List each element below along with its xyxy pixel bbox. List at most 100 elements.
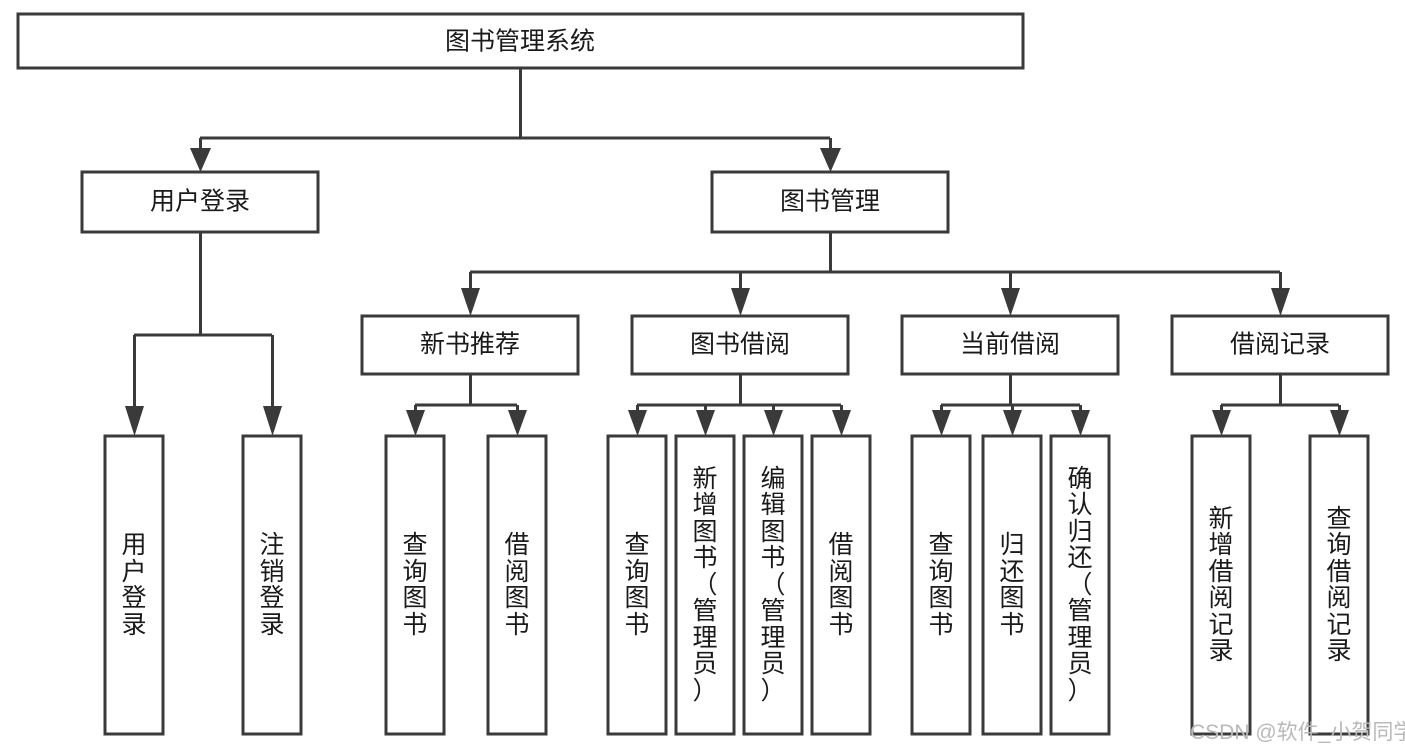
arrow-head-bo-query-book xyxy=(628,410,647,436)
arrow-head-book-mgmt xyxy=(820,148,841,172)
node-leaf-bo-edit-book-box xyxy=(742,434,804,736)
node-book-management-box xyxy=(710,170,950,234)
node-leaf-logout-box xyxy=(241,434,303,736)
node-leaf-br-add-record-box xyxy=(1190,434,1252,736)
node-current-borrow[interactable]: 当前借阅 xyxy=(900,314,1120,376)
node-leaf-bo-query-book-box xyxy=(606,434,668,736)
node-root-system[interactable]: 图书管理系统 xyxy=(16,12,1025,70)
arrow-head-nb-borrow-book xyxy=(508,410,527,436)
connector-group-borrow-record-to-leaves xyxy=(1212,374,1349,436)
arrow-head-user-login xyxy=(190,148,211,172)
arrow-head-current-borrow xyxy=(1001,288,1020,316)
arrow-head-borrow-record xyxy=(1271,288,1290,316)
connector-group-user-login-to-leaves xyxy=(125,232,282,436)
arrow-head-cb-query-book xyxy=(932,410,951,436)
node-leaf-bo-borrow-book-label: 借阅图书 xyxy=(828,531,854,639)
node-leaf-cb-return-book-box xyxy=(981,434,1043,736)
connector-group-current-borrow-to-leaves xyxy=(932,374,1090,436)
connector-group-new-books-to-leaves xyxy=(406,374,527,436)
node-leaf-cb-confirm-return-label: 确认归还（管理员） xyxy=(1067,464,1093,705)
arrow-head-nb-query-book xyxy=(406,410,425,436)
node-leaf-user-login-box xyxy=(103,434,165,736)
arrow-head-new-books xyxy=(461,288,480,316)
node-new-book-recommend[interactable]: 新书推荐 xyxy=(360,314,580,376)
node-leaf-nb-borrow-book-label: 借阅图书 xyxy=(504,531,530,639)
arrow-head-br-query-record xyxy=(1330,410,1349,436)
arrow-head-leaf-logout xyxy=(263,406,282,436)
connector-group-borrow-to-leaves xyxy=(628,374,851,436)
node-leaf-logout-label: 注销登录 xyxy=(259,531,285,639)
node-book-borrow-label: 图书借阅 xyxy=(690,331,790,359)
arrow-head-borrow xyxy=(731,288,750,316)
node-leaf-nb-borrow-book-box xyxy=(486,434,548,736)
node-book-borrow-box xyxy=(630,314,850,376)
node-leaf-bo-borrow-book-box xyxy=(810,434,872,736)
node-root-box xyxy=(16,12,1025,70)
node-leaf-nb-query-book-box xyxy=(384,434,446,736)
node-book-management[interactable]: 图书管理 xyxy=(710,170,950,234)
node-leaf-user-login[interactable]: 用户登录 xyxy=(103,434,165,736)
node-leaf-br-add-record-label: 新增借阅记录 xyxy=(1208,504,1234,665)
node-user-login-label: 用户登录 xyxy=(150,188,250,216)
node-leaf-user-login-textwrap: 用户登录 xyxy=(121,531,147,639)
connector-group-root-to-level2 xyxy=(190,68,841,172)
node-leaf-bo-query-book-label: 查询图书 xyxy=(624,531,650,639)
csdn-watermark: CSDN @软件_小贺同学 xyxy=(1190,721,1405,744)
node-root-label: 图书管理系统 xyxy=(445,28,595,56)
arrow-head-bo-borrow-book xyxy=(832,410,851,436)
arrow-head-br-add-record xyxy=(1212,410,1231,436)
node-leaf-user-login-label: 用户登录 xyxy=(121,531,147,639)
arrow-head-cb-confirm-return xyxy=(1071,410,1090,436)
node-leaf-bo-add-book-label: 新增图书（管理员） xyxy=(692,464,718,705)
arrow-head-bo-edit-book xyxy=(764,410,783,436)
node-leaf-br-query-record-box xyxy=(1308,434,1370,736)
arrow-head-leaf-user-login xyxy=(125,406,144,436)
node-new-book-recommend-label: 新书推荐 xyxy=(420,331,520,359)
arrow-head-bo-add-book xyxy=(696,410,715,436)
node-borrow-record-label: 借阅记录 xyxy=(1230,331,1330,359)
node-book-borrow[interactable]: 图书借阅 xyxy=(630,314,850,376)
node-book-management-label: 图书管理 xyxy=(780,188,880,216)
node-leaf-bo-edit-book-label: 编辑图书（管理员） xyxy=(760,464,786,705)
node-user-login-box xyxy=(80,170,320,234)
node-borrow-record-box xyxy=(1170,314,1390,376)
node-borrow-record[interactable]: 借阅记录 xyxy=(1170,314,1390,376)
arrow-head-cb-return-book xyxy=(1003,410,1022,436)
node-leaf-br-query-record-label: 查询借阅记录 xyxy=(1326,504,1352,665)
node-user-login[interactable]: 用户登录 xyxy=(80,170,320,234)
node-leaf-cb-query-book-label: 查询图书 xyxy=(928,531,954,639)
node-leaf-cb-confirm-return-box xyxy=(1049,434,1111,736)
node-current-borrow-label: 当前借阅 xyxy=(960,331,1060,359)
node-leaf-bo-add-book-box xyxy=(674,434,736,736)
node-leaf-nb-query-book-label: 查询图书 xyxy=(402,531,428,639)
node-leaf-cb-return-book-label: 归还图书 xyxy=(999,531,1025,639)
node-current-borrow-box xyxy=(900,314,1120,376)
node-leaf-cb-query-book-box xyxy=(910,434,972,736)
